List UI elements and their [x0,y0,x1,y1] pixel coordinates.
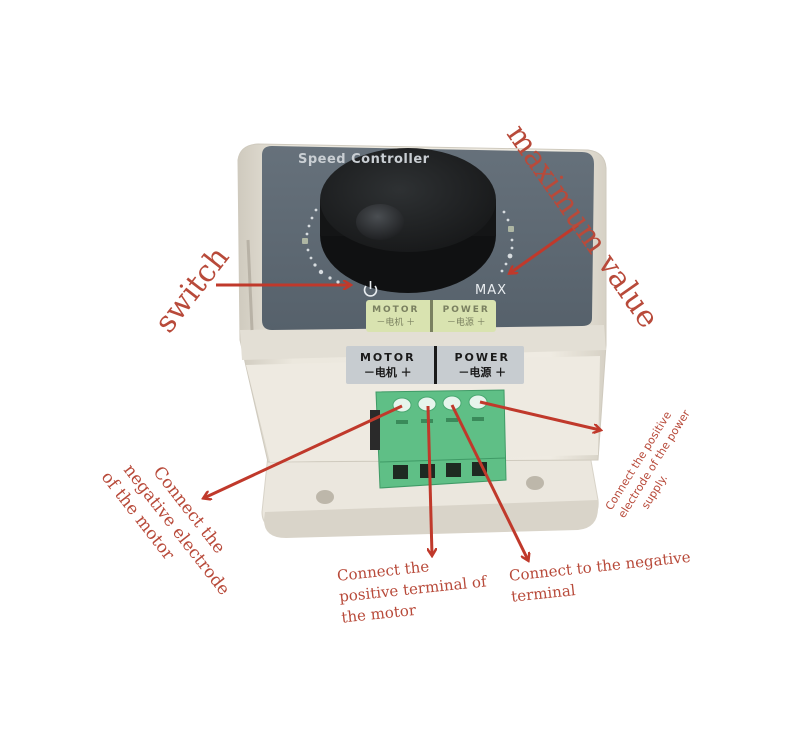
face-motor-label: MOTOR [372,304,420,315]
terminal-block [370,389,507,489]
body-power-label: POWER [454,350,511,364]
face-power-label: POWER [442,304,490,315]
arrow-motor-positive [426,405,432,555]
body-power-cn: －电源 ＋ [458,365,507,379]
annotation-arrows [204,223,600,560]
max-label: MAX [475,283,508,298]
arrow-power-positive [479,400,600,430]
arrow-power-negative [450,404,528,560]
label-divider [429,300,433,332]
speed-knob[interactable] [320,148,496,293]
arrow-max [510,223,579,273]
mounting-hole-right [526,476,544,490]
dial-scale [302,208,514,284]
face-power-cn: －电源 ＋ [446,317,486,328]
face-terminal-label: MOTOR －电机 ＋ POWER －电源 ＋ [366,300,496,332]
power-icon [363,281,378,297]
body-motor-cn: －电机 ＋ [363,365,412,379]
body-terminal-label: MOTOR －电机 ＋ POWER －电源 ＋ [346,346,524,384]
arrow-motor-negative [204,404,403,498]
body-motor-label: MOTOR [359,350,416,364]
knob-dimple [356,204,404,240]
mounting-hole-left [316,490,334,504]
face-motor-cn: －电机 ＋ [376,317,416,328]
label-divider [433,346,437,384]
device-title: Speed Controller [298,152,430,167]
